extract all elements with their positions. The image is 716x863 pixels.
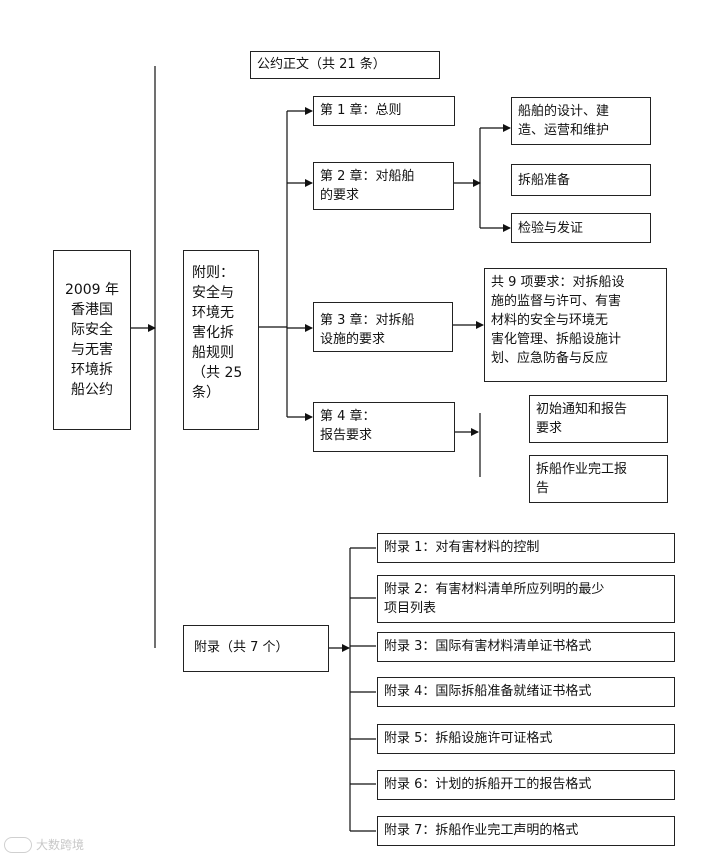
- appendix-5-box: 附录 5：拆船设施许可证格式: [377, 724, 675, 754]
- root-convention-box: 2009 年 香港国 际安全 与无害 环境拆 船公约: [53, 250, 131, 430]
- chapter-2-box: 第 2 章：对船舶 的要求: [313, 162, 454, 210]
- chapter-1-box: 第 1 章：总则: [313, 96, 455, 126]
- appendix-4-box: 附录 4：国际拆船准备就绪证书格式: [377, 677, 675, 707]
- initial-notification-box: 初始通知和报告 要求: [529, 395, 668, 443]
- chapter-3-box: 第 3 章：对拆船 设施的要求: [313, 302, 453, 352]
- appendix-7-box: 附录 7：拆船作业完工声明的格式: [377, 816, 675, 846]
- appendix-1-box: 附录 1：对有害材料的控制: [377, 533, 675, 563]
- chapter-4-box: 第 4 章： 报告要求: [313, 402, 455, 452]
- appendix-3-box: 附录 3：国际有害材料清单证书格式: [377, 632, 675, 662]
- appendices-root-box: 附录（共 7 个）: [183, 625, 329, 672]
- appendix-2-box: 附录 2：有害材料清单所应列明的最少 项目列表: [377, 575, 675, 623]
- facility-requirements-box: 共 9 项要求：对拆船设 施的监督与许可、有害 材料的安全与环境无 害化管理、拆…: [484, 268, 667, 382]
- appendix-6-box: 附录 6：计划的拆船开工的报告格式: [377, 770, 675, 800]
- watermark: 大数跨境: [4, 836, 84, 853]
- survey-certification-box: 检验与发证: [511, 213, 651, 243]
- watermark-text: 大数跨境: [36, 838, 85, 852]
- regulations-box: 附则： 安全与 环境无 害化拆 船规则 （共 25 条）: [183, 250, 259, 430]
- recycling-preparation-box: 拆船准备: [511, 164, 651, 196]
- ship-design-box: 船舶的设计、建 造、运营和维护: [511, 97, 651, 145]
- completion-report-box: 拆船作业完工报 告: [529, 455, 668, 503]
- watermark-logo-icon: [4, 836, 32, 853]
- main-text-box: 公约正文（共 21 条）: [250, 51, 440, 79]
